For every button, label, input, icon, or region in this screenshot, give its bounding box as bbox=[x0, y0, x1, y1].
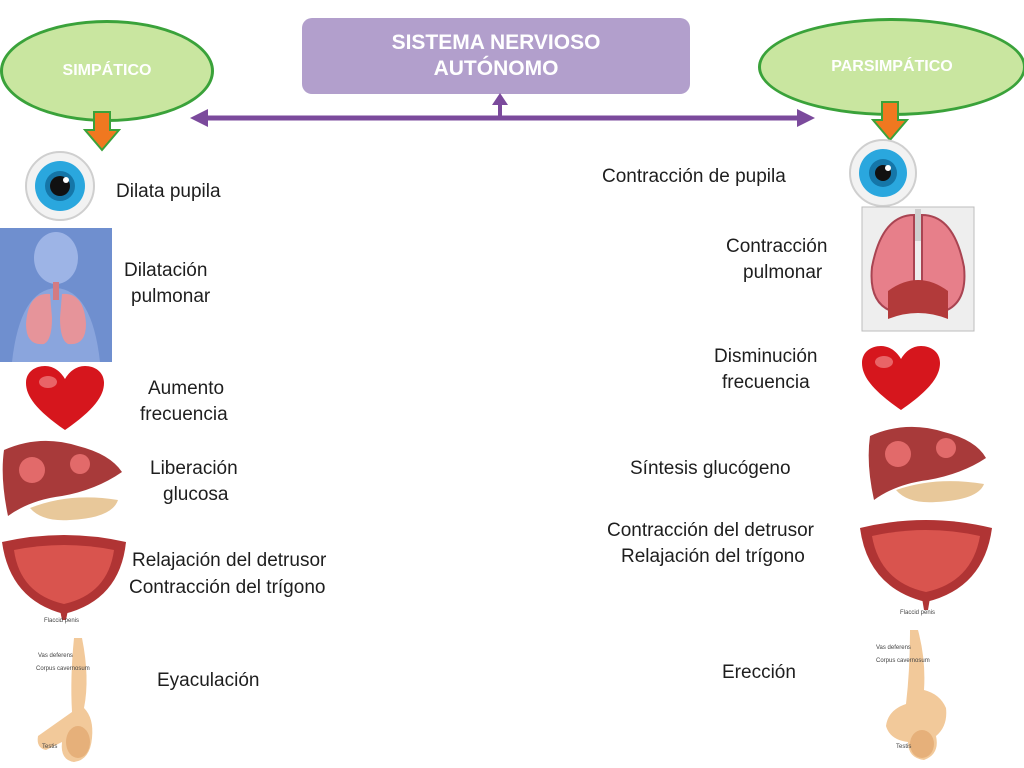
down-arrow-icon bbox=[870, 101, 910, 142]
parasympathetic-heart-label-2: frecuencia bbox=[722, 372, 810, 393]
parasympathetic-heart-label-1: Disminución bbox=[714, 346, 818, 367]
connector-arrows bbox=[190, 93, 815, 127]
eye-icon bbox=[849, 139, 917, 207]
title-box: SISTEMA NERVIOSO AUTÓNOMO bbox=[302, 18, 690, 94]
down-arrow-icon bbox=[82, 111, 122, 152]
penis-vas-label: Vas deferens bbox=[876, 645, 911, 651]
heart-icon bbox=[862, 346, 940, 410]
sympathetic-pupil-label: Dilata pupila bbox=[116, 181, 221, 202]
title-line-1: SISTEMA NERVIOSO bbox=[391, 31, 601, 54]
parasympathetic-penis-label: Erección bbox=[722, 662, 796, 683]
sympathetic-heart-label-1: Aumento bbox=[148, 378, 225, 399]
parasympathetic-oval: PARSIMPÁTICO bbox=[758, 18, 1024, 116]
eye-icon bbox=[25, 151, 95, 221]
sympathetic-heart-label-2: frecuencia bbox=[140, 404, 228, 425]
parasympathetic-label: PARSIMPÁTICO bbox=[831, 58, 953, 75]
parasympathetic-liver-label: Síntesis glucógeno bbox=[630, 458, 791, 479]
right-arrowhead bbox=[797, 109, 815, 127]
parasympathetic-pupil-label: Contracción de pupila bbox=[602, 166, 786, 187]
sympathetic-penis-label: Eyaculación bbox=[157, 670, 260, 691]
reproductive-organ-icon bbox=[886, 630, 947, 760]
sympathetic-lung-label-2: pulmonar bbox=[131, 286, 211, 307]
up-arrowhead bbox=[492, 93, 508, 105]
sympathetic-liver-label-1: Liberación bbox=[150, 458, 238, 479]
liver-icon bbox=[868, 426, 986, 503]
title-line-2: AUTÓNOMO bbox=[433, 57, 559, 80]
sympathetic-lung-label-1: Dilatación bbox=[124, 260, 208, 281]
liver-icon bbox=[2, 440, 123, 521]
lungs-icon bbox=[861, 206, 975, 332]
lungs-icon bbox=[0, 228, 112, 362]
bladder-caption: Flaccid penis bbox=[900, 610, 936, 616]
bladder-icon bbox=[2, 535, 126, 620]
sympathetic-liver-label-2: glucosa bbox=[163, 484, 229, 505]
parasympathetic-bladder-label-2: Relajación del trígono bbox=[621, 546, 805, 567]
penis-testis-label: Testis bbox=[896, 744, 912, 750]
penis-corpus-label: Corpus cavernosum bbox=[876, 658, 930, 664]
parasympathetic-lung-label-1: Contracción bbox=[726, 236, 828, 257]
bladder-caption: Flaccid penis bbox=[44, 618, 80, 624]
bladder-icon bbox=[860, 520, 992, 610]
sympathetic-bladder-label-2: Contracción del trígono bbox=[129, 577, 326, 598]
parasympathetic-lung-label-2: pulmonar bbox=[743, 262, 823, 283]
sympathetic-bladder-label-1: Relajación del detrusor bbox=[132, 550, 327, 571]
penis-corpus-label: Corpus cavernosum bbox=[36, 666, 90, 672]
left-arrowhead bbox=[190, 109, 208, 127]
parasympathetic-bladder-label-1: Contracción del detrusor bbox=[607, 520, 814, 541]
reproductive-organ-icon bbox=[37, 638, 93, 762]
penis-vas-label: Vas deferens bbox=[38, 653, 73, 659]
sympathetic-label: SIMPÁTICO bbox=[62, 62, 152, 79]
penis-testis-label: Testis bbox=[42, 744, 58, 750]
heart-icon bbox=[26, 366, 104, 430]
sympathetic-oval: SIMPÁTICO bbox=[0, 20, 214, 122]
